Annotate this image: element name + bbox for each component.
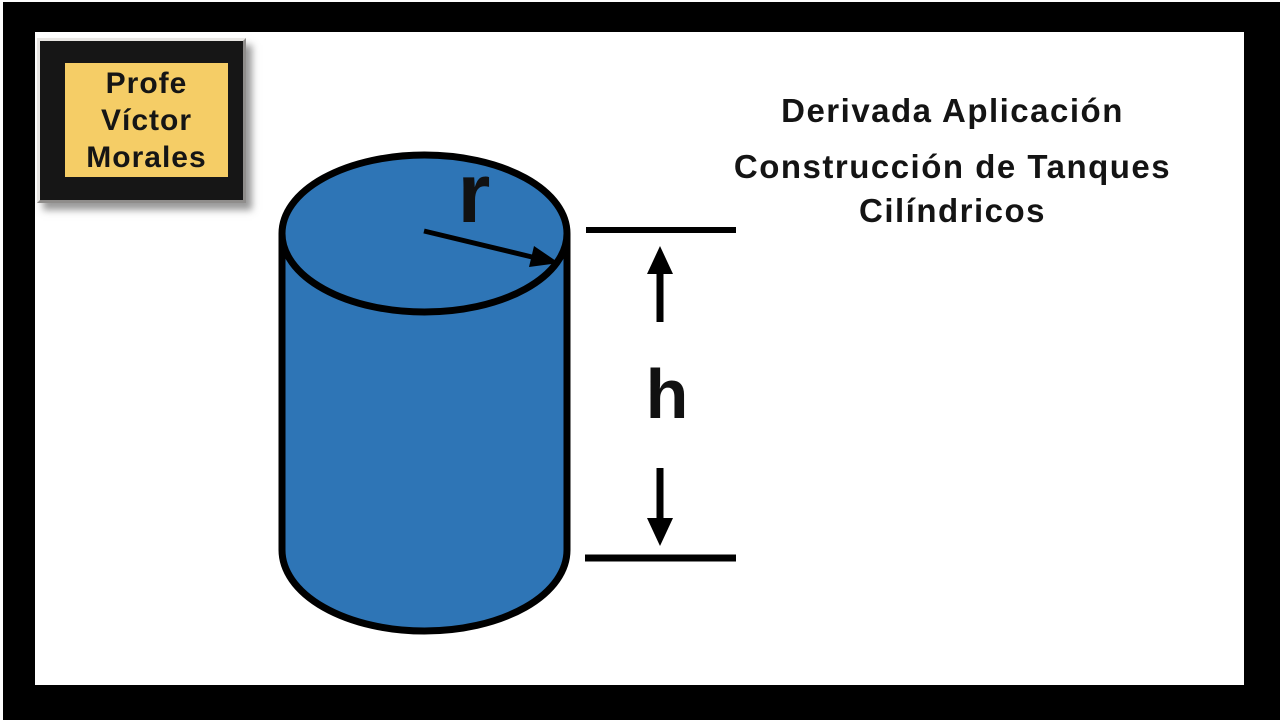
badge-line-1: Profe — [105, 66, 188, 100]
height-label: h — [646, 355, 689, 433]
height-down-arrowhead-icon — [647, 518, 673, 546]
frame-edge-highlight-left — [0, 0, 3, 720]
title-line-3: Cilíndricos — [858, 192, 1047, 229]
channel-logo-badge: Profe Víctor Morales — [37, 38, 246, 203]
badge-line-3: Morales — [86, 140, 207, 174]
title-line-2: Construcción de Tanques — [733, 148, 1172, 185]
lesson-title: Derivada Aplicación Construcción de Tanq… — [680, 90, 1225, 233]
height-up-arrowhead-icon — [647, 246, 673, 274]
radius-label: r — [458, 146, 491, 240]
radius-arrowhead-icon — [529, 246, 559, 267]
radius-arrow-line — [423, 228, 533, 260]
title-line-1: Derivada Aplicación — [781, 92, 1124, 129]
badge-line-2: Víctor — [100, 103, 193, 137]
channel-logo-plate: Profe Víctor Morales — [65, 63, 228, 177]
cylinder-body — [278, 234, 571, 635]
title-line-2-3: Construcción de Tanques Cilíndricos — [680, 145, 1225, 233]
frame-edge-highlight-top — [0, 0, 1280, 2]
